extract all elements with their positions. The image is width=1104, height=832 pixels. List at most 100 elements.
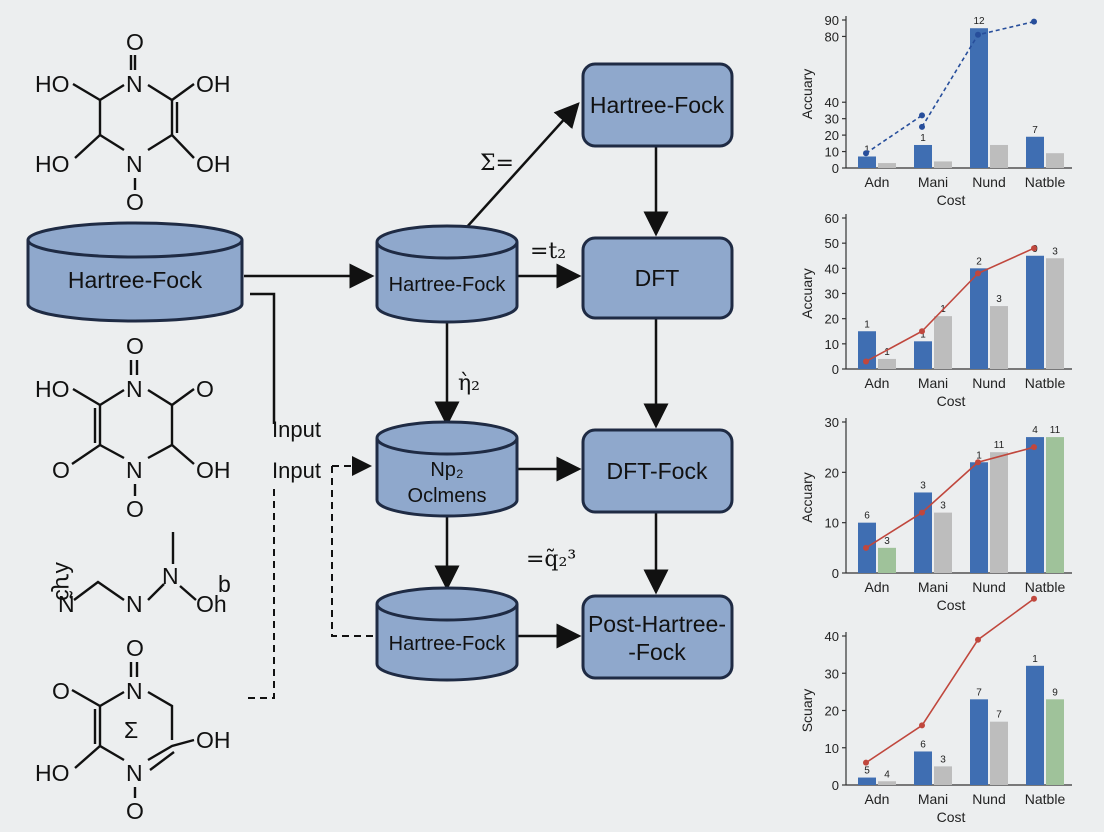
- bar-value-label: 7: [996, 710, 1002, 721]
- bond: [149, 751, 175, 771]
- bar: [990, 721, 1008, 785]
- bar: [1046, 153, 1064, 168]
- y-tick-label: 20: [825, 128, 839, 143]
- atom-label: N: [126, 591, 143, 617]
- y-tick-label: 10: [825, 741, 839, 756]
- bar: [934, 766, 952, 785]
- bar-value-label: 11: [1050, 425, 1061, 436]
- y-tick-label: 30: [825, 415, 839, 430]
- x-tick-label: Nund: [972, 791, 1005, 807]
- atom-label: N: [126, 71, 143, 97]
- atom-label: O: [126, 29, 144, 55]
- edge-input-branch: [250, 292, 276, 424]
- x-tick-label: Adn: [865, 375, 890, 391]
- trend-point: [1031, 245, 1037, 252]
- y-tick-label: 0: [832, 778, 839, 793]
- bar: [1026, 665, 1044, 785]
- y-axis-title: Accuary: [799, 69, 815, 120]
- y-tick-label: 40: [825, 95, 839, 110]
- atom-label: HO: [35, 71, 70, 97]
- bond: [74, 133, 125, 159]
- bar: [1026, 255, 1044, 369]
- y-tick-label: 20: [825, 465, 839, 480]
- x-tick-label: Natble: [1025, 174, 1066, 190]
- molecule-3: ʎʯɔ̃ N N N Oh b: [51, 532, 231, 617]
- atom-label: N: [126, 457, 143, 483]
- atom-label: N: [126, 376, 143, 402]
- trend-point: [1031, 18, 1037, 25]
- cylinder-middle[interactable]: Np₂ Oclmens: [375, 420, 519, 518]
- atom-label: OH: [196, 151, 231, 177]
- bar: [914, 751, 932, 785]
- atom-label: O: [52, 457, 70, 483]
- cylinder-top[interactable]: Hartree-Fock: [375, 224, 519, 324]
- x-tick-label: Nund: [972, 375, 1005, 391]
- trend-point: [919, 722, 925, 729]
- input-label-1: Input: [272, 417, 321, 442]
- molecule-2: O N HO O O OH N O: [35, 333, 231, 522]
- bond: [72, 387, 125, 407]
- atom-label: N: [126, 678, 143, 704]
- bond: [71, 688, 125, 708]
- bar: [878, 163, 896, 168]
- bar-value-label: 7: [976, 687, 982, 698]
- y-tick-label: 10: [825, 145, 839, 160]
- flow-connectors: [244, 102, 669, 699]
- y-tick-label: 80: [825, 29, 839, 44]
- x-tick-label: Mani: [918, 375, 948, 391]
- atom-label: O: [126, 333, 144, 359]
- trend-line: [865, 114, 923, 154]
- bar-value-label: 2: [976, 256, 982, 267]
- atom-label: OH: [196, 727, 231, 753]
- bar: [934, 512, 952, 573]
- box-dft-fock-label: DFT-Fock: [607, 458, 708, 484]
- y-tick-label: 40: [825, 261, 839, 276]
- atom-label: OH: [196, 457, 231, 483]
- box-dft[interactable]: DFT: [581, 236, 734, 320]
- bar: [914, 492, 932, 573]
- bar: [970, 462, 988, 573]
- box-post-hartree-fock[interactable]: Post-Hartree- -Fock: [581, 594, 734, 680]
- trend-point: [863, 358, 869, 365]
- box-dft-fock[interactable]: DFT-Fock: [581, 428, 734, 514]
- molecule-1: O N HO OH HO OH N O: [35, 29, 231, 215]
- bar: [990, 452, 1008, 573]
- trend-point: [919, 112, 925, 119]
- box-hartree-fock[interactable]: Hartree-Fock: [581, 62, 734, 148]
- bar-value-label: 7: [1032, 125, 1038, 136]
- edge-label-sigma: Σ=: [480, 151, 514, 176]
- atom-label: ʎʯɔ̃: [51, 562, 77, 601]
- bar-value-label: 3: [1052, 246, 1058, 257]
- cylinder-bottom[interactable]: Hartree-Fock: [375, 586, 519, 682]
- input-label-2: Input: [272, 458, 321, 483]
- bar: [990, 144, 1008, 168]
- trend-point: [975, 459, 981, 466]
- y-axis-title: Accuary: [799, 472, 815, 523]
- y-tick-label: 10: [825, 337, 839, 352]
- bar: [858, 331, 876, 369]
- y-axis-title: Scuary: [799, 689, 815, 733]
- bond: [147, 443, 195, 465]
- bar: [970, 28, 988, 168]
- bar-value-label: 3: [940, 501, 946, 512]
- bar: [1046, 258, 1064, 369]
- db-main[interactable]: Hartree-Fock: [26, 221, 244, 323]
- x-tick-label: Natble: [1025, 579, 1066, 595]
- atom-label: O: [126, 635, 144, 661]
- cylinder-bottom-label: Hartree-Fock: [389, 633, 507, 655]
- bar: [990, 306, 1008, 369]
- bar-value-label: 3: [940, 754, 946, 765]
- bar: [1026, 136, 1044, 168]
- y-tick-label: 50: [825, 236, 839, 251]
- bar: [914, 144, 932, 168]
- edge-label-eta: ὴ₂: [458, 371, 480, 396]
- cylinder-middle-label-2: Oclmens: [408, 485, 487, 507]
- bar-value-label: 6: [864, 511, 870, 522]
- trend-point: [863, 544, 869, 551]
- trend-point: [975, 636, 981, 643]
- bar-value-label: 1: [920, 329, 926, 340]
- x-tick-label: Natble: [1025, 791, 1066, 807]
- trend-point: [975, 31, 981, 38]
- bar-value-label: 9: [1052, 687, 1058, 698]
